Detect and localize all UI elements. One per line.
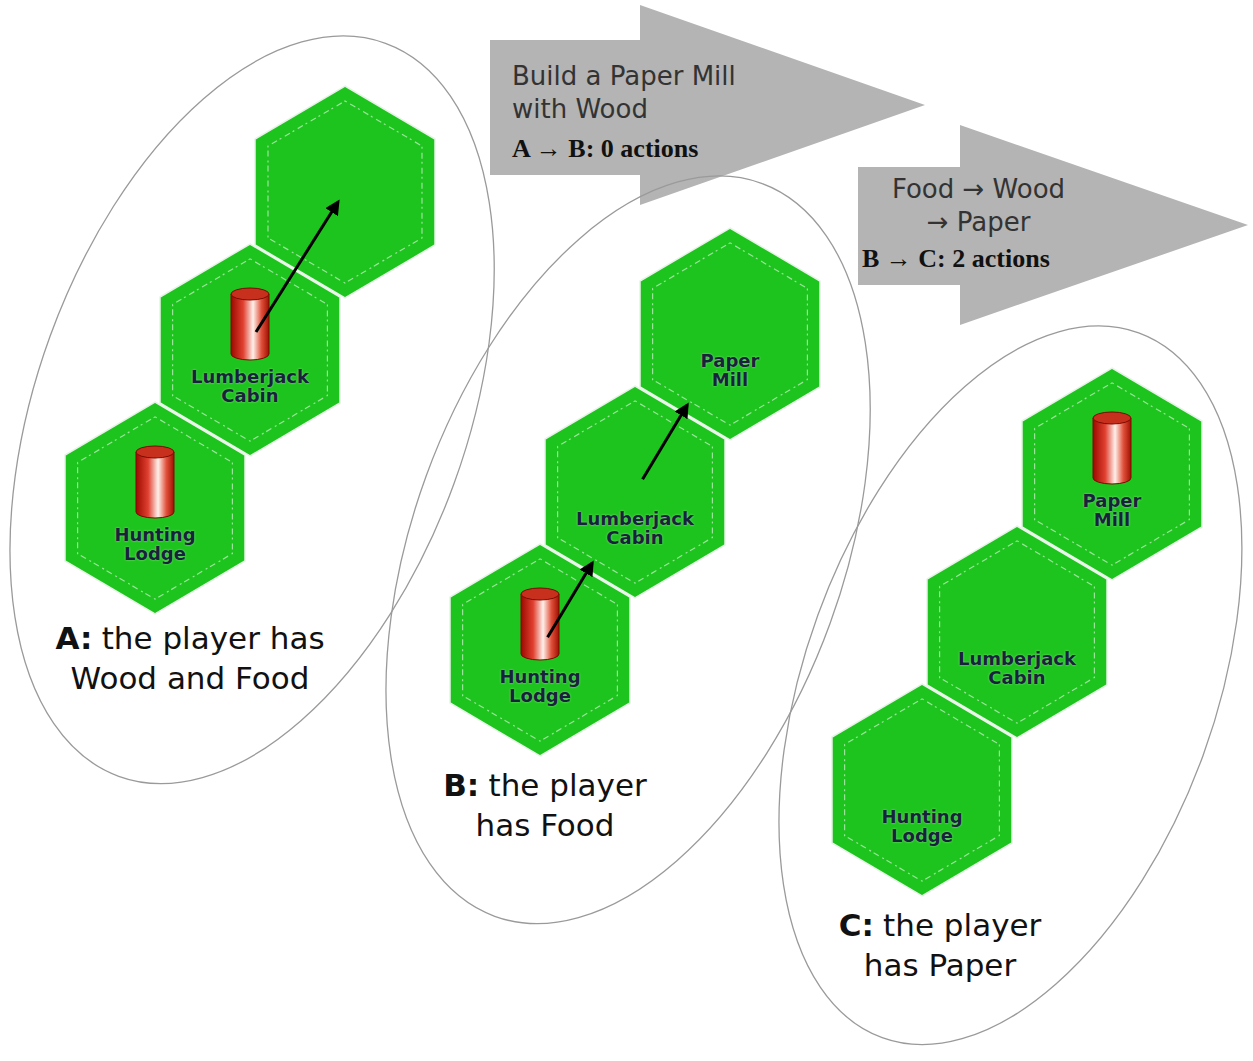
hex-shape	[927, 526, 1107, 738]
hex-tile: Lumberjack Cabin	[545, 386, 725, 598]
state-outline	[386, 176, 870, 924]
state-caption-block: A:the player has Wood and Food	[20, 618, 360, 699]
player-token	[1093, 412, 1131, 484]
transition-cost: B → C: 2 actions	[862, 243, 1050, 274]
state-caption: the player has Paper	[864, 907, 1042, 983]
hex-outline	[65, 402, 245, 614]
hex-vine-decoration	[463, 559, 618, 741]
hex-tile: Lumberjack Cabin	[160, 244, 340, 456]
hex-tile: Paper Mill	[640, 228, 820, 440]
state-letter: A:	[55, 620, 92, 656]
hex-shape	[832, 684, 1012, 896]
state-caption-block: C:the player has Paper	[820, 905, 1060, 986]
state-ellipse: B:the player has Food Paper MillLumberjac…	[386, 176, 870, 924]
hex-outline	[450, 544, 630, 756]
player-token	[521, 588, 559, 660]
hex-tile: Lumberjack Cabin	[927, 526, 1107, 738]
transition-shape	[858, 125, 1248, 325]
building-label: Lumberjack Cabin	[570, 510, 700, 548]
transition-arrow: Food → Wood → Paper B → C: 2 actions	[858, 125, 1248, 325]
transition-cost: A → B: 0 actions	[512, 133, 698, 164]
state-caption-block: B:the player has Food	[425, 765, 665, 846]
ellipse-outline	[689, 262, 1253, 1061]
hex-tile: Hunting Lodge	[450, 544, 630, 756]
transition-arrow: Build a Paper Mill with Wood A → B: 0 act…	[490, 5, 925, 205]
transition-text: Build a Paper Mill with Wood	[512, 60, 767, 125]
hex-tile: Paper Mill	[1022, 368, 1202, 580]
hex-shape	[65, 402, 245, 614]
player-token	[231, 288, 269, 360]
state-caption: the player has Wood and Food	[71, 620, 325, 696]
state-ellipse: A:the player has Wood and Food Lumberjack…	[10, 36, 494, 784]
hex-vine-decoration	[558, 401, 713, 583]
hex-outline	[832, 684, 1012, 896]
hex-shape	[545, 386, 725, 598]
player-token	[136, 446, 174, 518]
state-ellipse: C:the player has Paper Paper MillLumberja…	[779, 326, 1242, 1045]
building-label: Lumberjack Cabin	[185, 368, 315, 406]
building-label: Hunting Lodge	[475, 668, 605, 706]
building-label: Paper Mill	[687, 352, 772, 390]
building-label: Hunting Lodge	[857, 808, 987, 846]
hex-vine-decoration	[940, 541, 1095, 723]
hex-shape	[450, 544, 630, 756]
hex-tile: Hunting Lodge	[65, 402, 245, 614]
building-label: Hunting Lodge	[90, 526, 220, 564]
hex-shape	[640, 228, 820, 440]
transition-text: Food → Wood → Paper	[886, 173, 1071, 238]
hex-vine-decoration	[1035, 383, 1190, 565]
hex-tile: Hunting Lodge	[832, 684, 1012, 896]
state-caption: the player has Food	[475, 767, 646, 843]
building-label: Lumberjack Cabin	[952, 650, 1082, 688]
state-letter: B:	[443, 767, 479, 803]
hex-shape	[160, 244, 340, 456]
hex-vine-decoration	[78, 417, 233, 599]
hex-vine-decoration	[173, 259, 328, 441]
hex-vine-decoration	[653, 243, 808, 425]
hex-vine-decoration	[845, 699, 1000, 881]
grey-arrow	[858, 125, 1248, 325]
state-letter: C:	[839, 907, 874, 943]
hex-shape	[1022, 368, 1202, 580]
hex-vine-decoration	[268, 101, 422, 283]
building-label: Paper Mill	[1069, 492, 1154, 530]
